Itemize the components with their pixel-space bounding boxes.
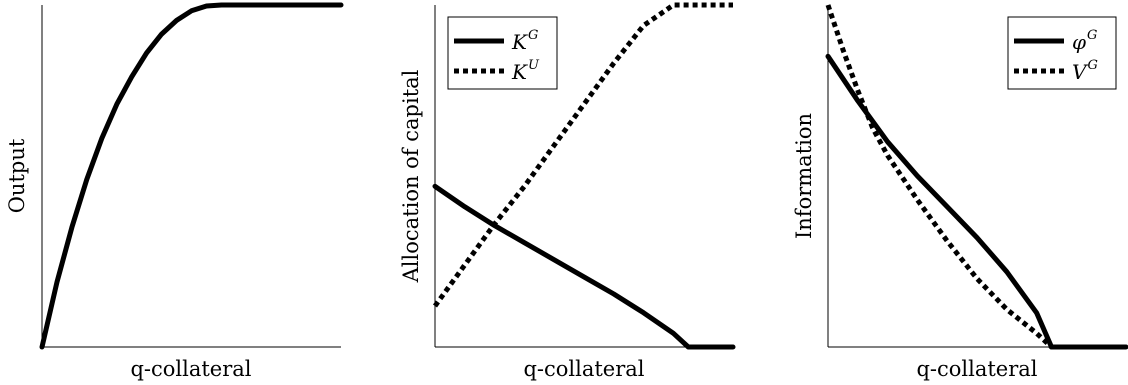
panel-information-x-label: q-collateral — [916, 357, 1037, 381]
legend-label-vg: VG — [1072, 58, 1098, 84]
legend-label-ku: KU — [511, 58, 540, 84]
panel-information-y-label: Information — [792, 113, 816, 239]
series-line-allocation-kg — [432, 183, 736, 350]
legend-label-kg: KG — [511, 28, 538, 54]
panel-information-series — [825, 4, 1128, 350]
series-line-information-g — [825, 53, 1128, 350]
legend-label-phig: φG — [1072, 28, 1097, 54]
series-line-information-vg — [825, 4, 1126, 350]
panel-information-legend-box — [1007, 16, 1117, 90]
panel-output-y-label: Output — [5, 138, 29, 213]
panel-allocation-series — [432, 2, 736, 350]
panel-allocation-legend-box — [447, 16, 558, 90]
series-line-allocation-ku — [432, 2, 733, 308]
panel-output: q-collateral Output — [5, 2, 344, 381]
panel-output-series — [39, 2, 344, 350]
panel-allocation-legend: KG KU — [447, 16, 558, 90]
series-line-output-curve — [39, 2, 344, 350]
panel-allocation-y-label: Allocation of capital — [399, 69, 423, 283]
panel-information-legend: φG VG — [1007, 16, 1117, 90]
panel-allocation: KG KU q-collateral Allocation of capital — [399, 2, 736, 381]
panel-information: φG VG q-collateral Information — [792, 4, 1128, 381]
panel-allocation-x-label: q-collateral — [523, 357, 644, 381]
panel-output-x-label: q-collateral — [130, 357, 251, 381]
